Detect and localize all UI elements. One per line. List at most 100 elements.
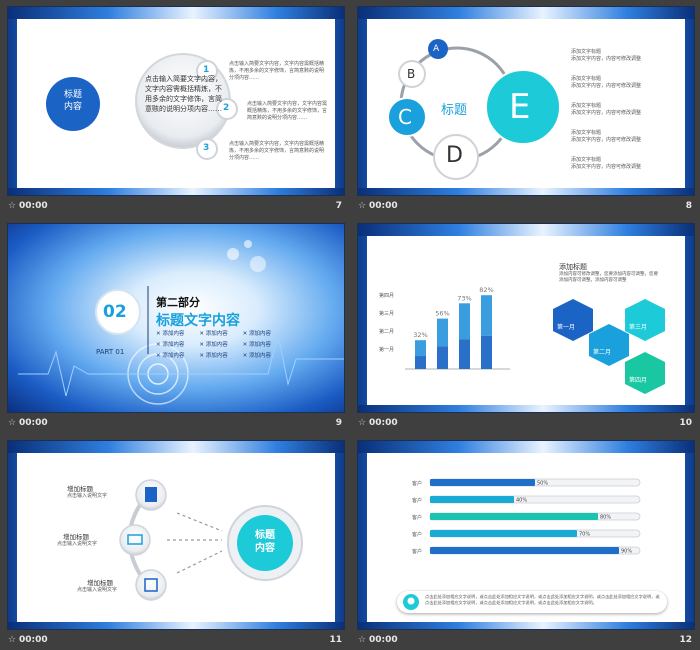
list-item: 添加文字标题 添加文字内容，内容可修改调整 — [571, 130, 681, 157]
hexagon-1 — [553, 299, 593, 341]
bar — [430, 513, 598, 520]
slide-number: 11 — [329, 635, 342, 645]
laptop-icon-circle — [119, 524, 151, 556]
badge-icon — [403, 594, 419, 610]
bullet-item: ✕ 添加内容 — [199, 342, 228, 348]
section-subtitle: 标题文字内容 — [156, 313, 240, 329]
hexagon-2 — [589, 324, 629, 366]
letter-c: C — [398, 105, 412, 129]
slide-canvas: 标题 内容 增加标题 点击输入说明文字 增加标题 点击输入说明文字 增加标题 点… — [17, 453, 335, 622]
item-title: 增加标题 — [67, 485, 93, 493]
bullet-text: 添加内容 — [249, 353, 272, 359]
letter-e: E — [509, 87, 531, 127]
slide-thumbnail-7[interactable]: 标题 内容 点击输入简要文字内容，文字内容需概括精炼，不用多余的文字修饰，言简意… — [0, 0, 350, 217]
time-label: 00:00 — [369, 635, 398, 645]
footer-panel — [397, 591, 667, 613]
bar-data-label: 90% — [621, 549, 632, 555]
bar — [430, 530, 577, 537]
bullet-item: ✕ 添加内容 — [242, 353, 272, 359]
bar-lower — [481, 335, 492, 369]
time-label: 00:00 — [369, 201, 398, 211]
bar — [430, 496, 514, 503]
slide-number: 8 — [685, 201, 692, 211]
star-icon: ☆ — [8, 418, 17, 428]
item-heading: 添加文字标题 — [571, 49, 602, 55]
item-text: 点击输入简要文字内容，文字内容需概括精炼，不用多余的文字修饰，言简意赅的说明分项… — [229, 61, 325, 81]
bar-data-label: 80% — [600, 515, 611, 521]
bar-data-label: 50% — [537, 481, 548, 487]
item-text: 添加文字内容，内容可修改调整 — [571, 110, 642, 116]
status-bar: ☆ 00:00 9 — [0, 414, 350, 434]
bar-upper — [415, 340, 426, 357]
bar-data-label: 56% — [435, 310, 449, 318]
part-number: 02 — [103, 302, 127, 322]
bullet-item: ✕ 添加内容 — [242, 342, 272, 348]
letter-d: D — [446, 143, 463, 168]
slide-thumbnail-11[interactable]: 标题 内容 增加标题 点击输入说明文字 增加标题 点击输入说明文字 增加标题 点… — [0, 434, 350, 650]
bullet-item: ✕ 添加内容 — [156, 331, 185, 337]
time-label: 00:00 — [369, 418, 398, 428]
bar-lower — [437, 346, 448, 369]
slide-8-graphic — [387, 39, 561, 180]
bar-upper — [459, 303, 470, 340]
item-text: 点击输入简要文字内容，文字内容需概括精炼，不用多余的文字修饰，言简意赅的说明分项… — [229, 141, 325, 161]
item-num: 3 — [203, 143, 210, 153]
bullet-item: ✕ 添加内容 — [156, 353, 185, 359]
circle-d — [433, 134, 479, 180]
list-item: 添加文字标题 添加文字内容，内容可修改调整 — [571, 157, 681, 184]
bullet-text: 添加内容 — [205, 331, 228, 337]
slide-7: 标题 内容 点击输入简要文字内容，文字内容需概括精炼，不用多余的文字修饰，言简意… — [7, 6, 345, 196]
item-text: 添加文字内容，内容可修改调整 — [571, 56, 642, 62]
bar-lower — [459, 339, 470, 369]
category-label: 客户 — [412, 514, 422, 521]
category-label: 客户 — [412, 480, 422, 487]
slide-9: 02 PART 01 第二部分 标题文字内容 ✕ 添加内容 ✕ 添加内容 ✕ 添… — [7, 223, 345, 413]
hexagon-3 — [625, 299, 665, 341]
num-circle-3 — [196, 138, 218, 160]
circle-e — [485, 69, 561, 145]
bullet-text: 添加内容 — [249, 331, 272, 337]
slide-thumbnail-8[interactable]: A B C D E 标题 添加文字标题 添加文字内容，内容可修改调整 添加文字标… — [350, 0, 700, 217]
slide-7-graphic — [46, 53, 238, 160]
list-item: 添加文字标题 添加文字内容，内容可修改调整 — [571, 103, 681, 130]
item-title: 增加标题 — [63, 533, 89, 541]
item-text: 点击输入说明文字 — [67, 493, 108, 499]
bar-data-label: 32% — [413, 331, 427, 339]
letter-a: A — [433, 44, 440, 54]
item-text: 添加文字内容，内容可修改调整 — [571, 164, 642, 170]
slide-8: A B C D E 标题 添加文字标题 添加文字内容，内容可修改调整 添加文字标… — [357, 6, 695, 196]
status-bar: ☆ 00:00 8 — [350, 197, 700, 217]
slide-number: 7 — [335, 201, 342, 211]
users-icon — [144, 578, 158, 592]
bar-data-label: 70% — [579, 532, 590, 538]
bar-upper — [481, 295, 492, 336]
item-heading: 添加文字标题 — [571, 157, 602, 163]
star-icon: ☆ — [358, 201, 367, 211]
num-circle-1 — [196, 60, 218, 82]
center-label: 标题 内容 — [255, 530, 275, 554]
status-bar: ☆ 00:00 11 — [0, 631, 350, 650]
hex-label: 第三月 — [629, 324, 648, 331]
y-tick-label: 第三月 — [379, 310, 394, 317]
star-icon: ☆ — [358, 635, 367, 645]
item-title: 增加标题 — [87, 579, 113, 587]
list-item: 添加文字标题 添加文字内容，内容可修改调整 — [571, 76, 681, 103]
circle-a — [428, 39, 448, 59]
time-label: 00:00 — [19, 635, 48, 645]
bullet-item: ✕ 添加内容 — [242, 331, 272, 337]
slide-thumbnail-9[interactable]: 02 PART 01 第二部分 标题文字内容 ✕ 添加内容 ✕ 添加内容 ✕ 添… — [0, 217, 350, 434]
bullet-text: 添加内容 — [162, 331, 185, 337]
star-icon: ☆ — [8, 635, 17, 645]
status-bar: ☆ 00:00 10 — [350, 414, 700, 434]
slide-canvas: A B C D E 标题 添加文字标题 添加文字内容，内容可修改调整 添加文字标… — [367, 19, 685, 188]
slide-11: 标题 内容 增加标题 点击输入说明文字 增加标题 点击输入说明文字 增加标题 点… — [7, 440, 345, 630]
bar — [430, 479, 535, 486]
slide-canvas: 标题 内容 点击输入简要文字内容，文字内容需概括精炼，不用多余的文字修饰，言简意… — [17, 19, 335, 188]
center-label: 标题 内容 — [63, 90, 82, 112]
